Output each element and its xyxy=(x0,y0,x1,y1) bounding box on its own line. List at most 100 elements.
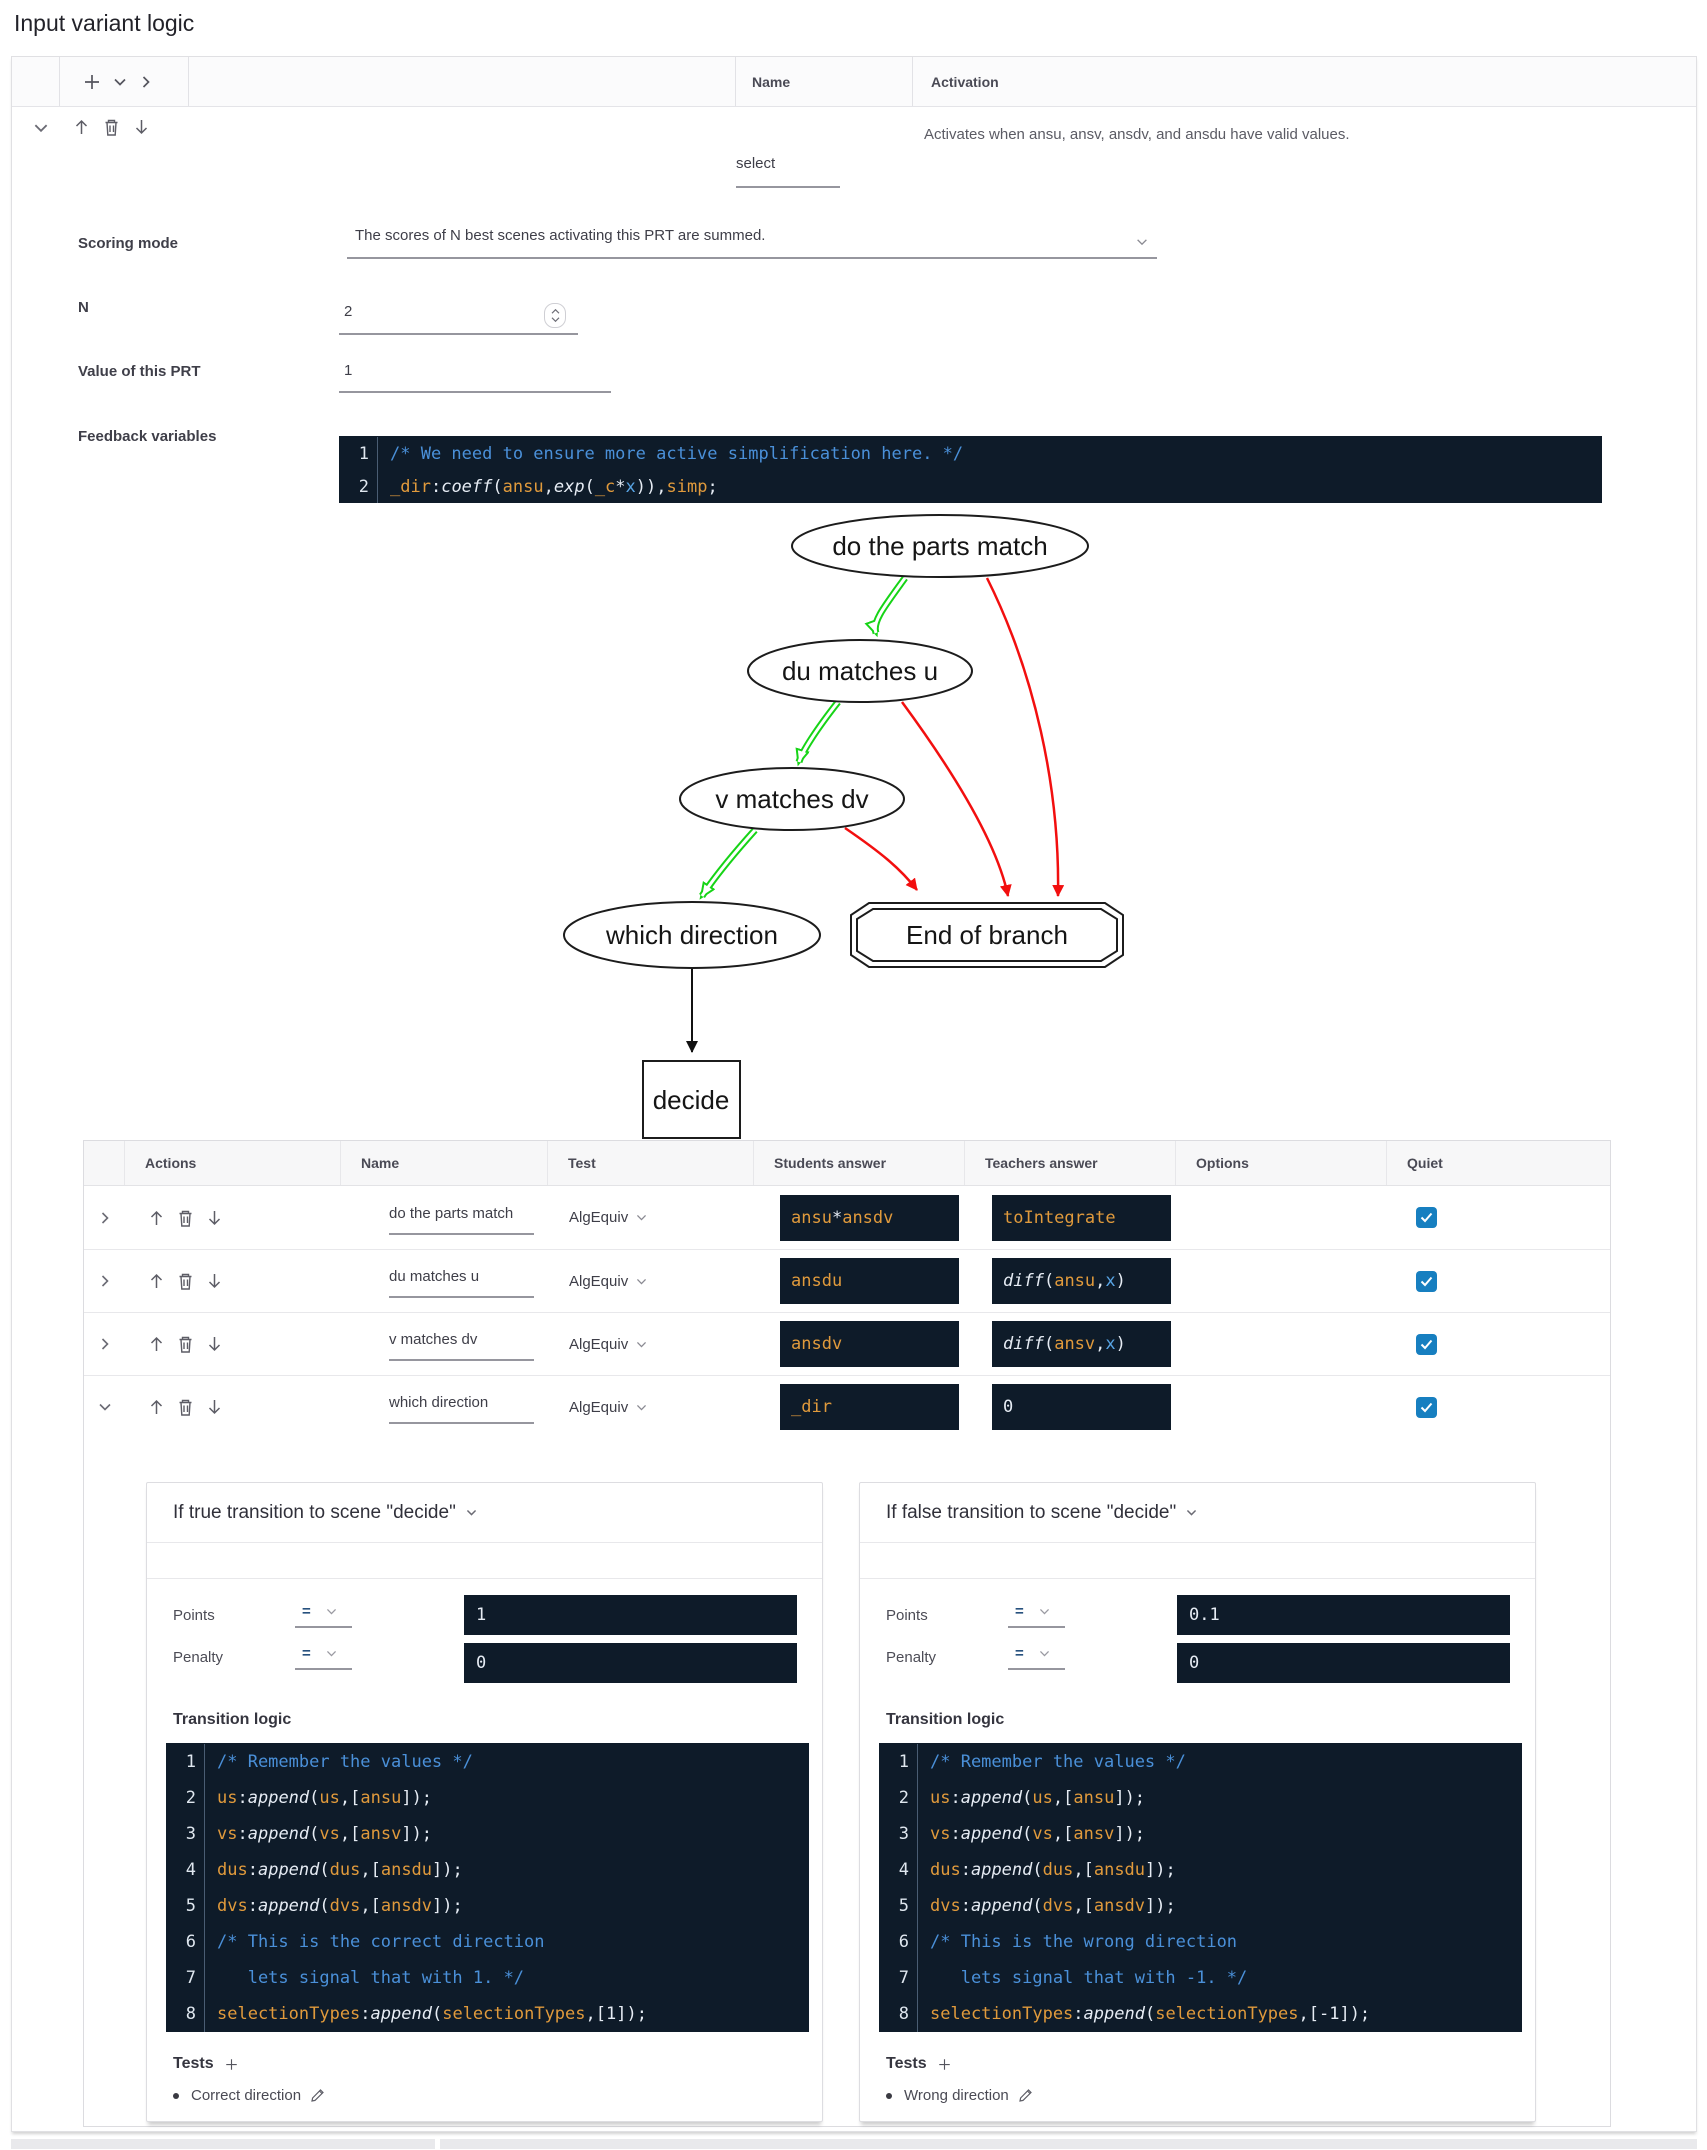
bullet-icon xyxy=(173,2092,179,2099)
points-op-select[interactable]: = xyxy=(1008,1601,1065,1628)
row-expand-icon[interactable] xyxy=(97,1336,113,1352)
quiet-checkbox[interactable] xyxy=(1416,1333,1437,1355)
column-header-name: Name xyxy=(752,73,791,90)
trash-icon[interactable] xyxy=(176,1208,195,1228)
chevron-down-icon[interactable] xyxy=(112,74,128,90)
row-expand-icon[interactable] xyxy=(97,1399,113,1415)
header-expand-col xyxy=(84,1141,125,1185)
column-header-quiet: Quiet xyxy=(1407,1155,1443,1171)
node-name-input[interactable]: v matches dv xyxy=(389,1327,534,1361)
chevron-down-icon xyxy=(637,1215,647,1221)
row-actions xyxy=(125,1313,341,1375)
teacher-answer-input[interactable]: toIntegrate xyxy=(992,1194,1171,1241)
true-branch-card: If true transition to scene "decide" Poi… xyxy=(146,1482,823,2122)
quiet-checkbox[interactable] xyxy=(1416,1207,1437,1228)
node-name-input[interactable]: du matches u xyxy=(389,1264,534,1298)
tests-label: Tests xyxy=(886,2055,927,2072)
points-op-select[interactable]: = xyxy=(295,1601,352,1628)
student-answer-input[interactable]: ansdu xyxy=(780,1258,959,1304)
penalty-op-select[interactable]: = xyxy=(295,1643,352,1670)
column-header-actions: Actions xyxy=(145,1155,197,1171)
feedback-variables-editor[interactable]: 1/* We need to ensure more active simpli… xyxy=(339,436,1602,503)
graph-node-which-label: which direction xyxy=(605,920,778,950)
move-down-icon[interactable] xyxy=(205,1334,224,1354)
variant-expand-icon[interactable] xyxy=(32,119,50,137)
student-answer-input[interactable]: ansu*ansdv xyxy=(780,1194,959,1241)
add-icon[interactable] xyxy=(82,72,102,92)
code-line: /* This is the correct direction xyxy=(204,1924,545,1960)
graph-node-v[interactable] xyxy=(679,767,905,831)
column-header-teachers-answer: Teachers answer xyxy=(985,1155,1098,1171)
variant-activation-text: Activates when ansu, ansv, ansdv, and an… xyxy=(924,126,1350,143)
line-number: 3 xyxy=(185,1824,196,1844)
n-input[interactable]: 2 xyxy=(339,303,578,335)
answer-test-select[interactable]: AlgEquiv xyxy=(548,1186,754,1249)
trash-icon[interactable] xyxy=(176,1334,195,1354)
penalty-value-input[interactable]: 0 xyxy=(1177,1643,1510,1683)
chevron-right-icon[interactable] xyxy=(138,74,154,90)
scoring-mode-value: The scores of N best scenes activating t… xyxy=(355,227,766,244)
graph-node-decide[interactable] xyxy=(642,1060,741,1139)
move-up-icon[interactable] xyxy=(147,1208,166,1228)
n-label: N xyxy=(78,299,89,316)
prt-value-input[interactable]: 1 xyxy=(339,362,611,393)
student-answer-input[interactable]: ansdv xyxy=(780,1321,959,1367)
points-value-input[interactable]: 0.1 xyxy=(1177,1595,1510,1635)
move-up-icon[interactable] xyxy=(147,1397,166,1417)
quiet-checkbox[interactable] xyxy=(1416,1396,1437,1418)
line-number: 1 xyxy=(898,1752,909,1772)
trash-icon[interactable] xyxy=(176,1397,195,1417)
teacher-answer-input[interactable]: diff(ansv, x) xyxy=(992,1321,1171,1367)
chevron-down-icon[interactable] xyxy=(465,1506,478,1519)
add-test-icon[interactable] xyxy=(937,2057,952,2072)
trash-icon[interactable] xyxy=(102,117,121,137)
teacher-answer-input[interactable]: 0 xyxy=(992,1384,1171,1430)
penalty-op-value: = xyxy=(302,1645,311,1662)
number-stepper[interactable] xyxy=(544,303,566,328)
line-number: 1 xyxy=(358,443,369,464)
variant-name-input[interactable]: select xyxy=(736,155,840,188)
quiet-checkbox[interactable] xyxy=(1416,1270,1437,1292)
move-up-icon[interactable] xyxy=(147,1334,166,1354)
transition-logic-label: Transition logic xyxy=(886,1711,1005,1728)
move-up-icon[interactable] xyxy=(147,1271,166,1291)
move-down-icon[interactable] xyxy=(205,1208,224,1228)
chevron-down-icon[interactable] xyxy=(1185,1506,1198,1519)
column-header-test: Test xyxy=(568,1155,596,1171)
line-number: 6 xyxy=(185,1932,196,1952)
add-test-icon[interactable] xyxy=(224,2057,239,2072)
answer-test-select[interactable]: AlgEquiv xyxy=(548,1250,754,1312)
answer-test-select[interactable]: AlgEquiv xyxy=(548,1376,754,1438)
teacher-answer-input[interactable]: diff(ansu, x) xyxy=(992,1258,1171,1304)
penalty-value-input[interactable]: 0 xyxy=(464,1643,797,1683)
node-name-input[interactable]: do the parts match xyxy=(389,1201,534,1235)
move-up-icon[interactable] xyxy=(72,117,91,137)
graph-node-which[interactable] xyxy=(563,901,821,969)
test-list-item: Wrong direction xyxy=(886,2087,1034,2104)
feedback-variables-label: Feedback variables xyxy=(78,428,217,445)
move-down-icon[interactable] xyxy=(205,1397,224,1417)
column-header-students-answer: Students answer xyxy=(774,1155,887,1171)
points-value-input[interactable]: 1 xyxy=(464,1595,797,1635)
edit-pencil-icon[interactable] xyxy=(309,2087,326,2104)
row-expand-icon[interactable] xyxy=(97,1273,113,1289)
answer-test-value: AlgEquiv xyxy=(569,1398,629,1416)
node-name-input[interactable]: which direction xyxy=(389,1390,534,1424)
graph-node-root[interactable] xyxy=(791,514,1089,578)
row-expand-icon[interactable] xyxy=(97,1210,113,1226)
edit-pencil-icon[interactable] xyxy=(1017,2087,1034,2104)
student-answer-input[interactable]: _dir xyxy=(780,1384,959,1430)
scoring-mode-select[interactable]: The scores of N best scenes activating t… xyxy=(347,227,1157,259)
answer-test-select[interactable]: AlgEquiv xyxy=(548,1313,754,1375)
options-cell xyxy=(1176,1250,1387,1312)
prt-panel: Name Activation select Activates when an… xyxy=(11,56,1697,2132)
move-down-icon[interactable] xyxy=(205,1271,224,1291)
trash-icon[interactable] xyxy=(176,1271,195,1291)
graph-node-du[interactable] xyxy=(747,639,973,703)
tests-label: Tests xyxy=(173,2055,214,2072)
penalty-op-select[interactable]: = xyxy=(1008,1643,1065,1670)
line-number: 5 xyxy=(185,1896,196,1916)
move-down-icon[interactable] xyxy=(132,117,151,137)
